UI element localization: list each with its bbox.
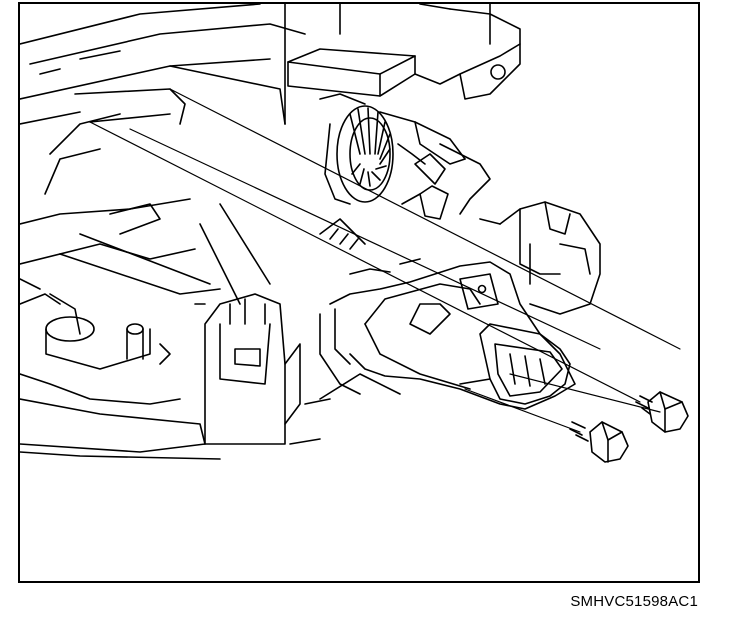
lower-frame	[20, 398, 331, 460]
center-bracket	[194, 293, 401, 445]
technical-illustration	[20, 4, 689, 463]
bolt-upper	[635, 391, 689, 433]
right-clip	[479, 201, 601, 315]
illustration-frame	[18, 2, 700, 583]
upper-housing	[20, 4, 491, 125]
figure-code: SMHVC51598AC1	[570, 593, 698, 610]
gear-motor	[319, 93, 491, 250]
bolt-lower	[569, 421, 629, 463]
left-mechanism	[20, 88, 271, 453]
sensor-assembly	[319, 258, 576, 410]
alignment-lines	[89, 88, 681, 433]
actuator-block	[287, 4, 521, 100]
